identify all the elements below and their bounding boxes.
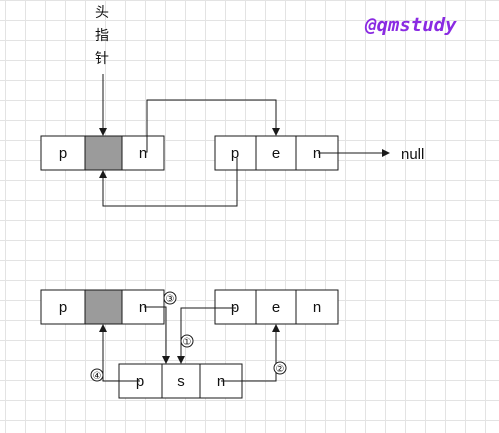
new-node-s: p s n — [118, 363, 243, 399]
bottom-head-cell-p — [40, 289, 86, 325]
bottom-node-e-cell-e — [255, 289, 297, 325]
bottom-head-p-text: p — [59, 299, 67, 316]
top-prev-arrow — [99, 158, 238, 207]
top-node-e-n-text: n — [313, 145, 321, 162]
step-4-arrow — [99, 324, 140, 382]
new-node-s-text: s — [177, 373, 185, 390]
step-2-marker — [273, 361, 287, 375]
bottom-node-e-e-text: e — [272, 299, 280, 316]
step-1-label: ① — [183, 337, 192, 348]
null-label: null — [401, 146, 424, 163]
top-head-p-text: p — [59, 145, 67, 162]
step-2-label: ② — [276, 364, 285, 375]
bottom-node-e-n-text: n — [313, 299, 321, 316]
head-label-char-3: 针 — [95, 51, 109, 67]
top-node-e-e-text: e — [272, 145, 280, 162]
head-pointer-label: 头 指 针 — [93, 2, 111, 71]
top-head-n-text: n — [139, 145, 147, 162]
step-4-marker — [90, 368, 104, 382]
bottom-head-cell-data — [84, 289, 123, 325]
bottom-head-n-text: n — [139, 299, 147, 316]
head-label-char-2: 指 — [95, 28, 109, 44]
watermark: @qmstudy — [365, 14, 457, 36]
top-next-arrow — [145, 99, 280, 153]
top-head-cell-n — [121, 135, 165, 171]
top-node-e-p-text: p — [231, 145, 239, 162]
step-3-label: ③ — [166, 294, 175, 305]
bottom-node-e: p e n — [214, 289, 339, 325]
step-4-label: ④ — [93, 371, 102, 382]
step-3-arrow — [144, 306, 170, 364]
step-1-marker — [180, 334, 194, 348]
top-head-node: p n — [40, 135, 165, 171]
step-1-arrow — [177, 307, 236, 364]
head-label-char-1: 头 — [95, 5, 109, 21]
top-node-e: p e n — [214, 135, 339, 171]
top-head-cell-data — [84, 135, 123, 171]
bottom-node-e-cell-n — [295, 289, 339, 325]
step-3-marker — [163, 291, 177, 305]
step-2-arrow — [221, 324, 280, 382]
top-node-e-cell-p — [214, 135, 257, 171]
